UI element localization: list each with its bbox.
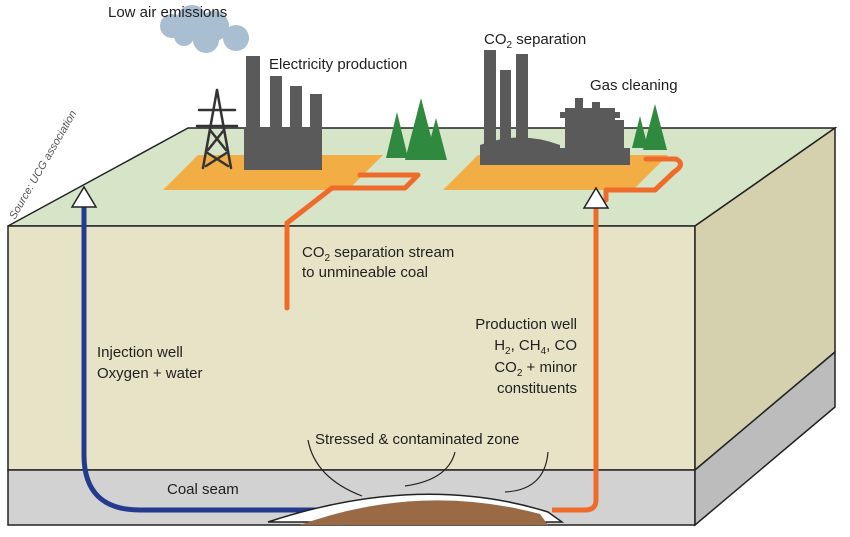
injection-well-subtitle: Oxygen + water xyxy=(97,365,202,382)
production-well-arrow xyxy=(582,186,610,209)
tree-icon xyxy=(632,116,648,148)
seam-side xyxy=(694,350,836,527)
tree-icon xyxy=(386,112,408,158)
transmission-tower-icon xyxy=(195,88,239,170)
tree-icon xyxy=(405,98,437,160)
production-well-title: Production well xyxy=(475,316,577,333)
low-air-emissions-label: Low air emissions xyxy=(108,4,227,21)
tree-icon xyxy=(425,118,447,160)
power-plant-icon xyxy=(244,56,322,170)
co2-separation-label: CO2 separation xyxy=(484,31,586,51)
tree-group-1 xyxy=(386,98,447,160)
separation-plant-icon xyxy=(480,50,560,165)
power-plant-pad xyxy=(163,155,383,190)
production-well-pipe xyxy=(552,205,599,513)
stressed-zone-label: Stressed & contaminated zone xyxy=(315,431,519,448)
coal-seam-label: Coal seam xyxy=(167,481,239,498)
stressed-zone-lines xyxy=(307,439,549,497)
cloud-icon xyxy=(160,5,249,53)
tree-icon xyxy=(643,104,667,150)
injection-well-arrow xyxy=(70,185,98,208)
gas-cleaning-plant-icon xyxy=(540,98,630,165)
coal-cavity xyxy=(300,500,548,525)
injection-well-pipe xyxy=(81,201,333,513)
injection-well-title: Injection well xyxy=(97,344,183,361)
tree-group-2 xyxy=(632,104,667,150)
electricity-production-label: Electricity production xyxy=(269,56,407,73)
separation-stream-label-line2: to unmineable coal xyxy=(302,264,428,281)
production-well-co2: CO2 + minor xyxy=(494,359,577,379)
co2-stream-pipe xyxy=(284,172,421,311)
gas-cleaning-label: Gas cleaning xyxy=(590,77,678,94)
production-well-constituents: constituents xyxy=(497,380,577,397)
separation-stream-label: CO2 separation stream xyxy=(302,244,454,264)
production-well-gases: H2, CH4, CO xyxy=(494,337,577,357)
ground-block xyxy=(7,126,838,527)
gas-cleaning-pipe xyxy=(603,156,683,203)
